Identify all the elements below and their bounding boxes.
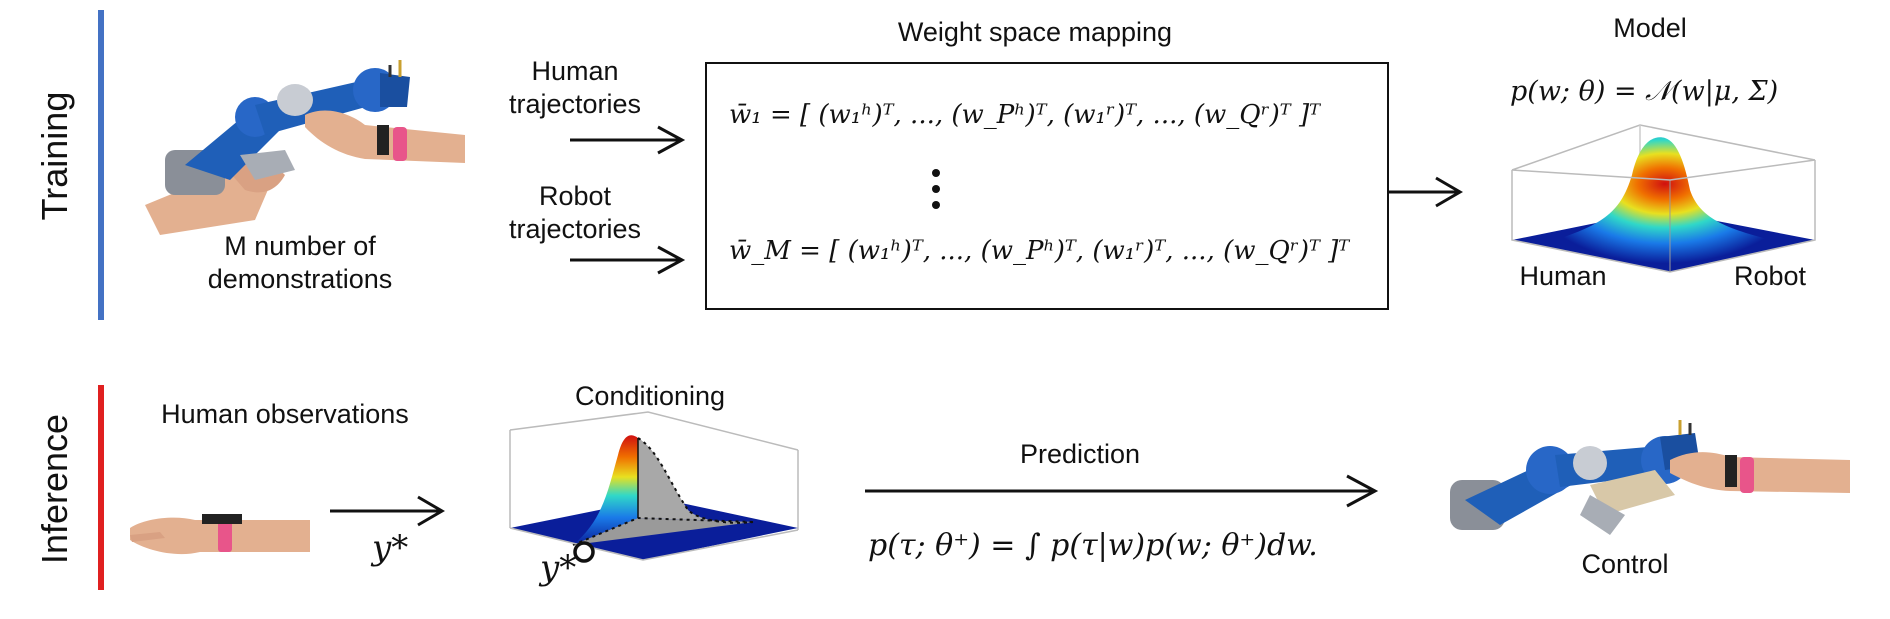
human-trajectories-arrow <box>570 125 686 155</box>
human-trajectories-label: Human trajectories <box>495 55 655 121</box>
conditioning-title: Conditioning <box>574 381 726 411</box>
control-label: Control <box>1581 549 1669 579</box>
observations-label: Human observations <box>161 399 409 429</box>
mapping-to-model-arrow <box>1388 176 1463 208</box>
demonstrations-label-line2: demonstrations <box>207 264 393 294</box>
observation-arrow <box>330 495 445 527</box>
observation-ystar: y* <box>372 528 409 568</box>
model-gaussian-surface <box>1511 124 1816 273</box>
inference-phase-label: Inference <box>34 413 75 565</box>
robot-trajectories-arrow <box>570 245 686 275</box>
mapping-row-2: w̄_M = [ (w₁ʰ)ᵀ, ..., (w_Pʰ)ᵀ, (w₁ʳ)ᵀ, .… <box>729 236 1350 266</box>
robot-trajectories-line1: Robot <box>538 181 612 211</box>
mapping-title: Weight space mapping <box>897 17 1173 47</box>
training-phase-label: Training <box>34 91 75 221</box>
conditioning-ystar: y* <box>540 548 577 588</box>
robot-trajectories-label: Robot trajectories <box>495 180 655 246</box>
prediction-formula: p(τ; θ⁺) = ∫ p(τ|w)p(w; θ⁺)dw. <box>868 528 1318 563</box>
robot-trajectories-line2: trajectories <box>508 214 642 244</box>
demonstrations-label-line1: M number of <box>224 231 376 261</box>
vertical-ellipsis <box>932 169 942 209</box>
prediction-arrow <box>865 474 1379 508</box>
demonstration-illustration <box>145 60 465 235</box>
demonstrations-label: M number of demonstrations <box>190 230 410 296</box>
training-phase-bar <box>98 10 104 320</box>
prediction-title: Prediction <box>1019 439 1141 469</box>
human-trajectories-line1: Human <box>531 56 619 86</box>
model-axis-robot: Robot <box>1733 261 1807 291</box>
human-hand-illustration <box>130 514 310 555</box>
model-axis-human: Human <box>1519 261 1607 291</box>
weight-space-mapping-box: w̄₁ = [ (w₁ʰ)ᵀ, ..., (w_Pʰ)ᵀ, (w₁ʳ)ᵀ, ..… <box>705 62 1389 310</box>
conditioning-surface <box>509 411 799 563</box>
control-illustration <box>1450 420 1850 535</box>
human-trajectories-line2: trajectories <box>508 89 642 119</box>
inference-phase-bar <box>98 385 104 590</box>
model-formula: p(w; θ) = 𝒩(w|μ, Σ) <box>1510 76 1779 107</box>
model-title: Model <box>1613 13 1687 43</box>
mapping-row-1: w̄₁ = [ (w₁ʰ)ᵀ, ..., (w_Pʰ)ᵀ, (w₁ʳ)ᵀ, ..… <box>729 100 1321 130</box>
